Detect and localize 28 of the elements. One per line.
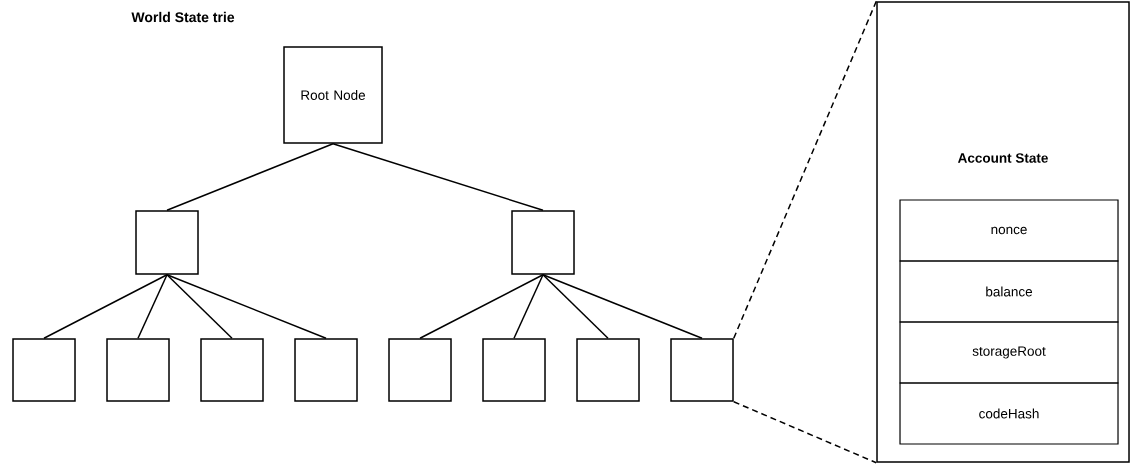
diagram-title: World State trie [131, 11, 235, 23]
tree-node-box [576, 338, 640, 402]
connector-line [542, 274, 703, 339]
tree-node-box [12, 338, 76, 402]
tree-node-box [135, 210, 199, 275]
connector-line [137, 274, 168, 339]
dashed-callout-line [733, 0, 877, 339]
tree-node-box [200, 338, 264, 402]
connector-line [43, 274, 168, 339]
tree-node-box [294, 338, 358, 402]
field-row: storageRoot [899, 321, 1119, 384]
field-row: balance [899, 260, 1119, 323]
tree-node-box [511, 210, 575, 275]
field-row: codeHash [899, 382, 1119, 445]
tree-node-box [388, 338, 452, 402]
connector-line [513, 274, 544, 339]
field-row: nonce [899, 199, 1119, 262]
connector-line [166, 274, 233, 339]
connector-line [332, 143, 544, 211]
connector-line [166, 274, 327, 339]
tree-node-box [106, 338, 170, 402]
tree-node-box [482, 338, 546, 402]
dashed-callout-line [733, 401, 877, 464]
connector-line [166, 143, 334, 211]
connector-line [542, 274, 609, 339]
connector-line [419, 274, 544, 339]
tree-node-box [670, 338, 734, 402]
root-node-box: Root Node [283, 46, 383, 144]
